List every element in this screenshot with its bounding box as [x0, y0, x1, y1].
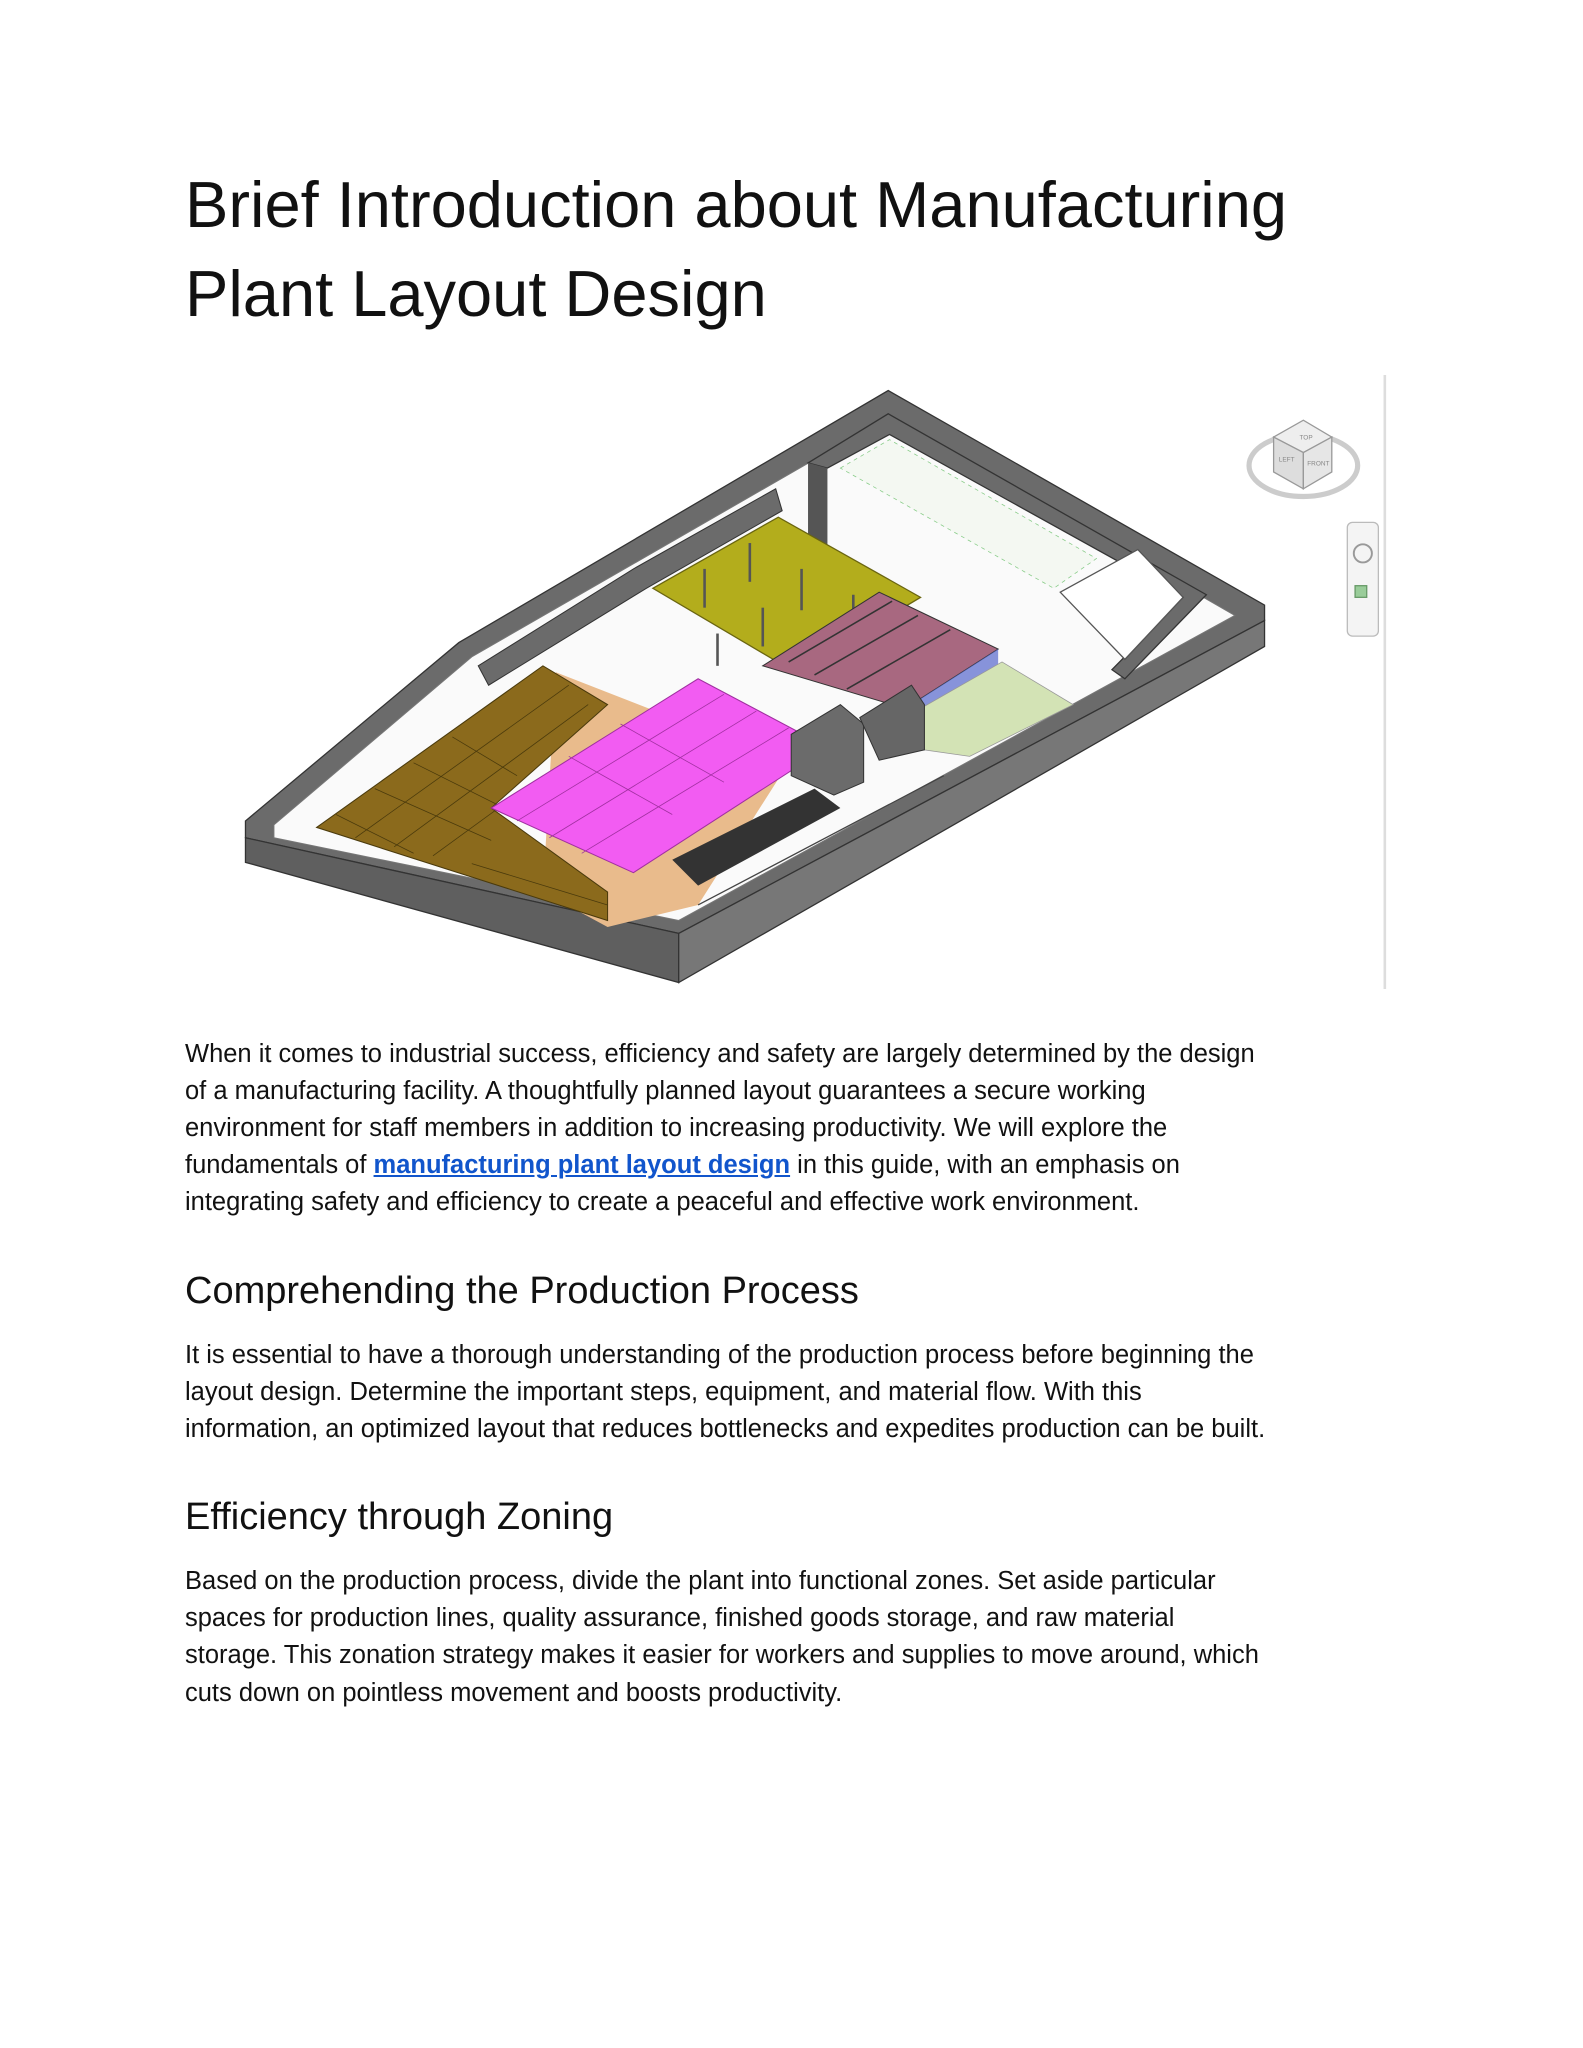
- intro-line: integrating safety and efficiency to cre…: [185, 1188, 1140, 1216]
- section-heading-zoning: Efficiency through Zoning: [185, 1496, 614, 1538]
- intro-line: environment for staff members in additio…: [185, 1114, 1168, 1142]
- intro-line: When it comes to industrial success, eff…: [185, 1040, 1255, 1068]
- section1-line: It is essential to have a thorough under…: [185, 1341, 1254, 1369]
- view-cube-front: FRONT: [1307, 460, 1329, 467]
- grid-area: [839, 439, 1098, 589]
- intro-text: in this guide, with an emphasis on: [790, 1151, 1180, 1179]
- view-cube-top: TOP: [1299, 435, 1312, 442]
- section-heading-production-process: Comprehending the Production Process: [185, 1270, 859, 1312]
- right-wing-room: [806, 413, 1208, 680]
- wall-front-right: [678, 619, 1266, 984]
- section2-line: spaces for production lines, quality ass…: [185, 1604, 1175, 1632]
- section1-line: layout design. Determine the important s…: [185, 1378, 1142, 1406]
- section2-line: storage. This zonation strategy makes it…: [185, 1641, 1259, 1669]
- intro-text: fundamentals of: [185, 1151, 374, 1179]
- section2-line: Based on the production process, divide …: [185, 1567, 1216, 1595]
- view-cube-icon[interactable]: TOP LEFT FRONT: [1246, 419, 1361, 500]
- section2-line: cuts down on pointless movement and boos…: [185, 1679, 843, 1707]
- page-title-line-2: Plant Layout Design: [185, 257, 767, 330]
- navigation-bar[interactable]: [1346, 521, 1380, 637]
- rack-area: [672, 788, 841, 886]
- zoom-icon: [1354, 585, 1368, 598]
- intro-line: fundamentals of manufacturing plant layo…: [185, 1150, 1180, 1180]
- view-cube-left: LEFT: [1279, 457, 1295, 464]
- page-title-line-1: Brief Introduction about Manufacturing: [185, 168, 1288, 241]
- intro-line: of a manufacturing facility. A thoughtfu…: [185, 1077, 1146, 1105]
- section1-line: information, an optimized layout that re…: [185, 1415, 1266, 1443]
- plant-layout-3d-image: TOP LEFT FRONT: [244, 375, 1387, 989]
- steering-wheel-icon: [1352, 543, 1373, 564]
- manufacturing-plant-layout-design-link[interactable]: manufacturing plant layout design: [373, 1151, 791, 1179]
